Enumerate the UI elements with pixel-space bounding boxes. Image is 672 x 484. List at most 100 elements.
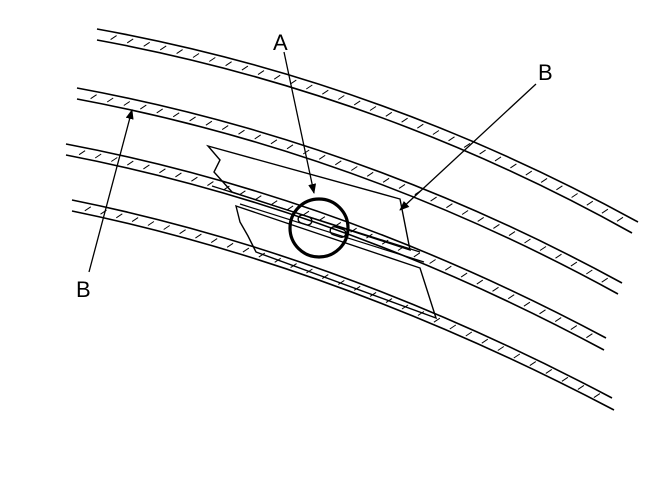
hatch-tick — [270, 200, 278, 206]
hatch-tick — [106, 97, 114, 103]
hatch-tick — [545, 368, 553, 374]
hatch-tick — [140, 104, 147, 110]
clip-slot-left — [297, 214, 313, 226]
hatch-tick — [209, 57, 216, 62]
hatch-tick — [258, 252, 266, 258]
hatch-tick — [242, 247, 250, 253]
hatch-tick — [191, 176, 198, 182]
hatch-tick — [539, 309, 546, 315]
hatch-tick — [159, 168, 166, 174]
hatch-tick — [577, 384, 585, 390]
hatch-tick — [570, 261, 578, 267]
hatch-tick — [413, 252, 421, 258]
hatch-tick — [477, 216, 484, 222]
hatch-tick — [163, 225, 170, 230]
hatch-tick — [529, 361, 537, 367]
hatch-tick — [525, 170, 533, 176]
hatch-tick — [508, 231, 516, 237]
hatch-tick — [192, 53, 200, 58]
hatch-tick — [338, 279, 345, 285]
hatch-tick — [147, 221, 155, 226]
strip-third — [65, 143, 607, 351]
hatch-tick — [78, 150, 86, 156]
hatch-tick — [257, 70, 265, 76]
hatch-tick — [322, 274, 329, 280]
hatch-tick — [123, 101, 131, 106]
hatch-tick — [335, 160, 342, 166]
hatch-tick — [571, 193, 578, 198]
hatch-tick — [254, 134, 261, 140]
hatch-tick — [110, 35, 117, 41]
hatch-tick — [302, 210, 310, 216]
hatch-tick — [601, 277, 608, 283]
hatch-tick — [195, 233, 202, 239]
hatch-tick — [510, 163, 517, 169]
hatch-tick — [111, 157, 118, 162]
hatch-tick — [353, 285, 361, 291]
hatch-tick — [586, 269, 593, 275]
hatch-tick — [286, 205, 294, 211]
hatch-tick — [492, 286, 499, 292]
hatch-tick — [465, 331, 473, 337]
hatch-tick — [156, 108, 163, 114]
hatch-tick — [189, 116, 196, 122]
lower-tape-piece — [235, 204, 438, 320]
hatch-tick — [476, 279, 484, 285]
hatch-tick — [493, 223, 500, 229]
hatch-tick — [523, 301, 531, 307]
hatch-tick — [561, 376, 569, 382]
hatch-tick — [497, 346, 505, 351]
hatch-tick — [601, 208, 609, 214]
hatch-tick — [351, 166, 358, 171]
hatch-tick — [586, 200, 594, 206]
hatch-tick — [481, 338, 489, 344]
hatch-tick — [84, 206, 92, 212]
hatch-tick — [463, 142, 471, 148]
hatch-tick — [417, 123, 424, 129]
strip-second — [76, 87, 623, 295]
hatch-tick — [385, 111, 393, 117]
hatch-tick — [306, 84, 313, 90]
hatch-tick — [398, 183, 406, 189]
hatch-tick — [116, 213, 123, 219]
center-groove — [211, 185, 421, 253]
hatch-tick — [432, 130, 440, 135]
hatch-tick — [175, 172, 182, 178]
center-groove-lower — [239, 203, 425, 263]
leader-line-a — [283, 51, 317, 194]
hatch-tick — [540, 177, 548, 183]
hatch-tick — [448, 136, 455, 142]
hatch-tick — [159, 45, 167, 51]
hatch-tick — [524, 238, 531, 244]
hatch-tick — [238, 129, 245, 135]
hatch-tick — [286, 144, 294, 150]
strip-top — [96, 28, 639, 234]
detail-circle-a — [288, 197, 350, 259]
hatch-tick — [210, 238, 218, 244]
hatch-tick — [94, 153, 102, 159]
hatch-tick — [90, 94, 97, 100]
hatch-tick — [225, 61, 232, 67]
hatch-tick — [382, 177, 390, 183]
strip-bottom — [71, 199, 615, 411]
hatch-tick — [417, 311, 425, 316]
hatch-tick — [302, 149, 310, 155]
hatch-tick — [353, 100, 361, 106]
hatch-tick — [433, 317, 441, 323]
hatch-tick — [430, 196, 437, 202]
clip-slot-right — [329, 226, 347, 238]
strip-hatching — [78, 35, 624, 399]
hatch-tick — [207, 181, 214, 187]
hatch-tick — [127, 160, 134, 166]
hatch-tick — [445, 265, 452, 271]
hatch-tick — [221, 125, 229, 131]
hatch-tick — [479, 149, 486, 155]
hatch-tick — [460, 272, 468, 278]
hatch-tick — [318, 154, 326, 160]
hatch-tick — [143, 41, 150, 47]
hatch-tick — [429, 259, 436, 264]
hatch-tick — [226, 242, 234, 248]
hatch-tick — [507, 294, 515, 300]
hatch-tick — [461, 210, 469, 215]
